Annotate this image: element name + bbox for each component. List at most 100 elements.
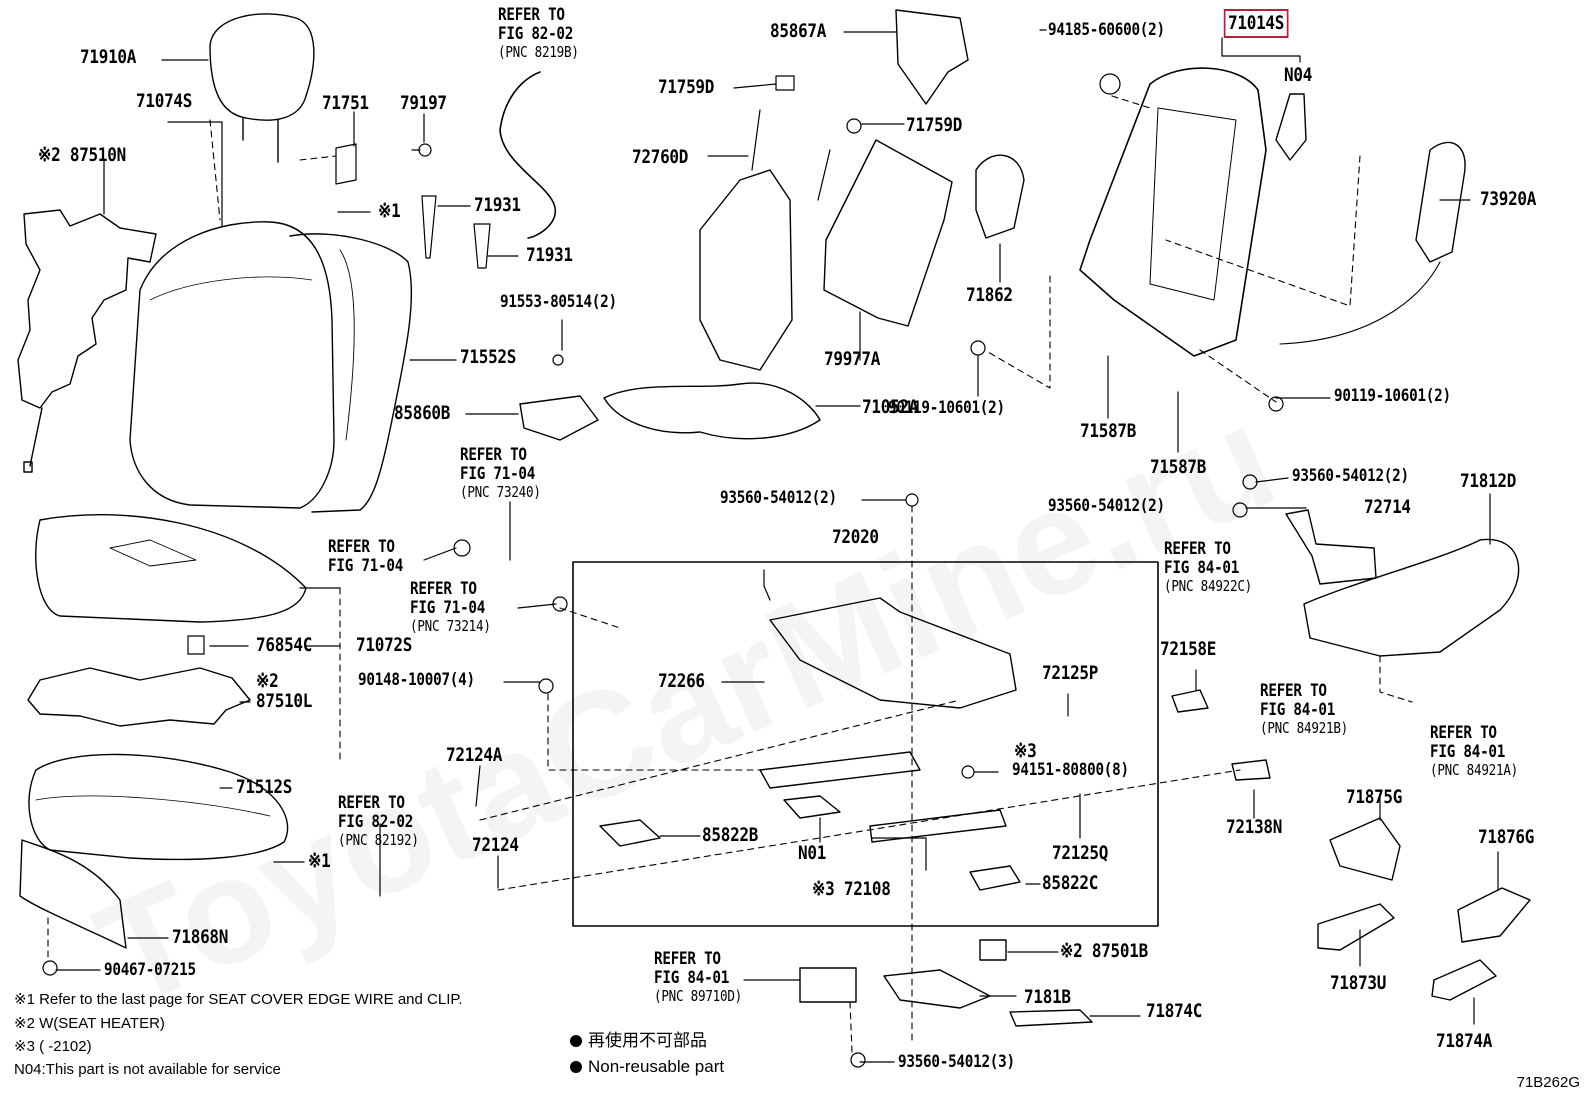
part-label-85822B[interactable]: 85822B xyxy=(702,824,759,846)
refer-line: FIG 82-02 xyxy=(338,812,414,833)
non-reusable-dot-icon xyxy=(570,1035,582,1047)
part-label-72158E[interactable]: 72158E xyxy=(1160,638,1217,660)
footnote-2: ※2 W(SEAT HEATER) xyxy=(14,1015,165,1032)
part-label-71874C[interactable]: 71874C xyxy=(1146,1000,1203,1022)
refer-line: REFER TO xyxy=(1260,681,1327,701)
part-label-73920A[interactable]: 73920A xyxy=(1480,188,1537,210)
part-label-87510L[interactable]: 87510L xyxy=(256,690,313,712)
part-label-93560d[interactable]: 93560-54012(3) xyxy=(898,1052,1015,1072)
part-label-79197[interactable]: 79197 xyxy=(400,92,447,114)
part-label-71873U[interactable]: 71873U xyxy=(1330,972,1387,994)
refer-line: FIG 84-01 xyxy=(654,968,730,989)
part-label-71587B1[interactable]: 71587B xyxy=(1080,420,1137,442)
part-label-94151[interactable]: 94151-80800(8) xyxy=(1012,760,1129,780)
part-label-7181B[interactable]: 7181B xyxy=(1024,986,1071,1008)
part-label-71931b[interactable]: 71931 xyxy=(526,244,573,266)
part-label-72138N[interactable]: 72138N xyxy=(1226,816,1283,838)
part-label-85867A[interactable]: 85867A xyxy=(770,20,827,42)
part-label-76854C[interactable]: 76854C xyxy=(256,634,313,656)
part-label-72266[interactable]: 72266 xyxy=(658,670,705,692)
part-label-72125P[interactable]: 72125P xyxy=(1042,662,1099,684)
footnote-1: ※1 Refer to the last page for SEAT COVER… xyxy=(14,991,463,1008)
part-label-90119a[interactable]: 90119-10601(2) xyxy=(888,398,1005,418)
refer-line: FIG 82-02 xyxy=(498,24,574,45)
part-label-X3a[interactable]: ※3 xyxy=(1014,740,1037,762)
seatback-cover-71074S xyxy=(129,221,413,513)
part-label-71875G[interactable]: 71875G xyxy=(1346,786,1403,808)
trim-71876G xyxy=(1457,887,1531,943)
legend-en-text: Non-reusable part xyxy=(588,1057,725,1076)
footnote-4: N04:This part is not available for servi… xyxy=(14,1061,281,1078)
part-label-72760D[interactable]: 72760D xyxy=(632,146,689,168)
part-label-72108[interactable]: ※3 72108 xyxy=(812,878,891,900)
part-label-87501B[interactable]: ※2 87501B xyxy=(1060,940,1148,962)
seatback-frame-71014S xyxy=(1079,67,1267,357)
part-label-71052A[interactable]: 71052A xyxy=(862,396,919,418)
part-label-72714[interactable]: 72714 xyxy=(1364,496,1411,518)
part-label-72125Q[interactable]: 72125Q xyxy=(1052,842,1109,864)
wire-harness-8219B xyxy=(499,71,556,239)
part-label-N04[interactable]: N04 xyxy=(1284,64,1313,86)
part-label-71862[interactable]: 71862 xyxy=(966,284,1013,306)
part-label-90119b[interactable]: 90119-10601(2) xyxy=(1334,386,1451,406)
part-label-87510N[interactable]: ※2 87510N xyxy=(38,144,126,166)
part-label-71014S[interactable]: 71014S xyxy=(1223,9,1289,38)
refer-line: REFER TO xyxy=(460,445,527,465)
part-label-71587B2[interactable]: 71587B xyxy=(1150,456,1207,478)
part-label-X1b[interactable]: ※1 xyxy=(308,850,331,872)
part-label-85822C[interactable]: 85822C xyxy=(1042,872,1099,894)
refer-line: FIG 84-01 xyxy=(1430,742,1506,763)
part-label-93560b[interactable]: 93560-54012(2) xyxy=(1048,496,1165,516)
part-label-71072S[interactable]: 71072S xyxy=(356,634,413,656)
refer-pnc: (PNC 8219B) xyxy=(498,43,579,62)
part-label-71812D[interactable]: 71812D xyxy=(1460,470,1517,492)
refer-line: REFER TO xyxy=(338,793,405,813)
part-label-79977A[interactable]: 79977A xyxy=(824,348,881,370)
part-label-71512S[interactable]: 71512S xyxy=(236,776,293,798)
refer-pnc: (PNC 84921B) xyxy=(1260,719,1349,738)
legend-non-reusable-en: Non-reusable part xyxy=(570,1058,724,1075)
ecu-89710D xyxy=(799,967,857,1003)
part-label-71751[interactable]: 71751 xyxy=(322,92,369,114)
part-label-72124[interactable]: 72124 xyxy=(472,834,519,856)
part-label-72124A[interactable]: 72124A xyxy=(446,744,503,766)
part-label-93560a[interactable]: 93560-54012(2) xyxy=(1292,466,1409,486)
part-label-72020[interactable]: 72020 xyxy=(832,526,879,548)
part-label-91553[interactable]: 91553-80514(2) xyxy=(500,292,617,312)
part-label-71759D1[interactable]: 71759D xyxy=(658,76,715,98)
part-label-90467[interactable]: 90467-07215 xyxy=(104,960,196,980)
part-label-93560c[interactable]: 93560-54012(2) xyxy=(720,488,837,508)
seat-adjuster-frame-box xyxy=(572,561,1159,927)
side-cover-71862 xyxy=(975,154,1025,239)
knob-72138N xyxy=(1231,759,1271,781)
part-label-71868N[interactable]: 71868N xyxy=(172,926,229,948)
refer-line: FIG 84-01 xyxy=(1260,700,1336,721)
part-label-N01[interactable]: N01 xyxy=(798,842,827,864)
shield-71812D xyxy=(1303,538,1520,657)
part-label-71910A[interactable]: 71910A xyxy=(80,46,137,68)
cushion-pad-71072S xyxy=(35,513,307,623)
part-label-71874A[interactable]: 71874A xyxy=(1436,1030,1493,1052)
module-85860B xyxy=(519,395,599,441)
trim-7181B xyxy=(883,969,991,1009)
part-label-71931a[interactable]: 71931 xyxy=(474,194,521,216)
trim-71874A xyxy=(1431,959,1497,1001)
part-label-X2[interactable]: ※2 xyxy=(256,670,279,692)
part-label-71876G[interactable]: 71876G xyxy=(1478,826,1535,848)
part-label-71074S[interactable]: 71074S xyxy=(136,90,193,112)
part-label-71552S[interactable]: 71552S xyxy=(460,346,517,368)
part-label-90148[interactable]: 90148-10007(4) xyxy=(358,670,475,690)
part-label-85860B[interactable]: 85860B xyxy=(394,402,451,424)
part-label-71759D2[interactable]: 71759D xyxy=(906,114,963,136)
part-label-94185[interactable]: 94185-60600(2) xyxy=(1048,20,1165,40)
part-label-X1a[interactable]: ※1 xyxy=(378,200,401,222)
